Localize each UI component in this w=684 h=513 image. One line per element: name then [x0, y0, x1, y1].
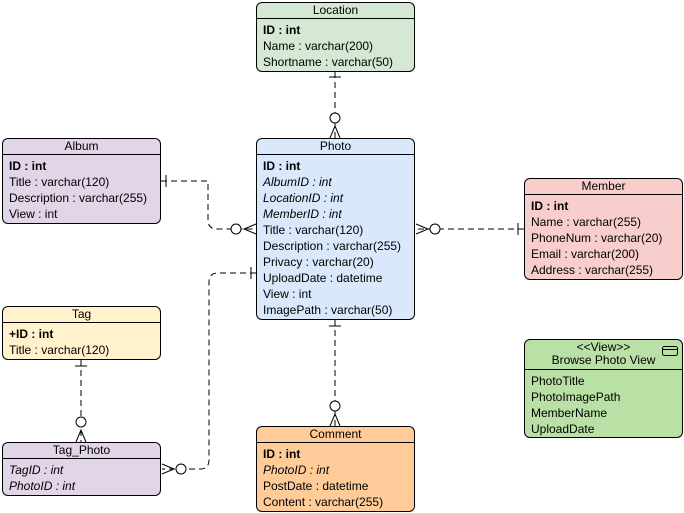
field-row: Address : varchar(255) [531, 263, 654, 277]
field-row: Privacy : varchar(20) [263, 255, 374, 269]
field-row: Title : varchar(120) [263, 223, 364, 237]
field-row: PhotoID : int [9, 479, 76, 493]
view-field-row: UploadDate [531, 422, 595, 436]
relationship-photo-tagphoto-many-mark [161, 463, 176, 475]
field-row: MemberID : int [263, 207, 342, 221]
view-header: <<View>> Browse Photo View [525, 340, 682, 370]
field-row: View : int [9, 207, 58, 221]
relationship-album-photo-line [161, 180, 257, 230]
field-row: ID : int [263, 159, 301, 173]
field-row: Email : varchar(200) [531, 247, 640, 261]
relationship-member-photo-zero-mark [429, 223, 441, 235]
field-row: PhoneNum : varchar(20) [531, 231, 663, 245]
field-row: Name : varchar(200) [263, 39, 374, 53]
entity-tag-title: Tag [3, 307, 160, 323]
view-stereotype: <<View>> [576, 340, 631, 354]
field-row: Name : varchar(255) [531, 215, 642, 229]
relationship-location-photo-zero-mark [329, 112, 341, 124]
entity-photo-title: Photo [257, 139, 414, 155]
field-row: PhotoID : int [263, 463, 330, 477]
view-icon [662, 346, 678, 356]
field-row: ID : int [263, 447, 301, 461]
relationship-photo-comment-zero-mark [329, 400, 341, 412]
view-field-row: MemberName [531, 406, 608, 420]
field-row: Content : varchar(255) [263, 495, 384, 509]
entity-comment-title: Comment [257, 427, 414, 443]
view-field-row: PhotoImagePath [531, 390, 621, 404]
entity-album-title: Album [3, 139, 160, 155]
entity-member-title: Member [525, 179, 682, 195]
relationship-album-photo-zero-mark [230, 223, 242, 235]
field-row: ID : int [263, 23, 301, 37]
field-row: Description : varchar(255) [263, 239, 402, 253]
field-row: Shortname : varchar(50) [263, 55, 394, 69]
field-row: Title : varchar(120) [9, 343, 110, 357]
relationship-member-photo-many-mark [415, 223, 430, 235]
relationship-location-photo-many-mark [329, 124, 341, 139]
field-row: Title : varchar(120) [9, 175, 110, 189]
view-field-row: PhotoTitle [531, 374, 585, 388]
relationship-connectors [75, 72, 524, 475]
relationship-tag-tagphoto-many-mark [75, 428, 87, 443]
relationship-photo-tagphoto-zero-mark [175, 463, 187, 475]
field-row: +ID : int [9, 327, 54, 341]
field-row: TagID : int [9, 463, 64, 477]
field-row: ID : int [531, 199, 569, 213]
entity-location-title: Location [257, 3, 414, 19]
field-row: View : int [263, 287, 312, 301]
relationship-album-photo-many-mark [242, 223, 257, 235]
relationship-photo-comment-many-mark [329, 412, 341, 427]
relationship-photo-tagphoto-line [162, 272, 256, 470]
field-row: AlbumID : int [263, 175, 332, 189]
entity-tag-photo-title: Tag_Photo [3, 443, 160, 459]
field-row: LocationID : int [263, 191, 344, 205]
field-row: ID : int [9, 159, 47, 173]
view-title: Browse Photo View [551, 353, 656, 367]
relationship-tag-tagphoto-zero-mark [75, 416, 87, 428]
field-row: UploadDate : datetime [263, 271, 383, 285]
field-row: PostDate : datetime [263, 479, 369, 493]
field-row: ImagePath : varchar(50) [263, 303, 393, 317]
field-row: Description : varchar(255) [9, 191, 148, 205]
